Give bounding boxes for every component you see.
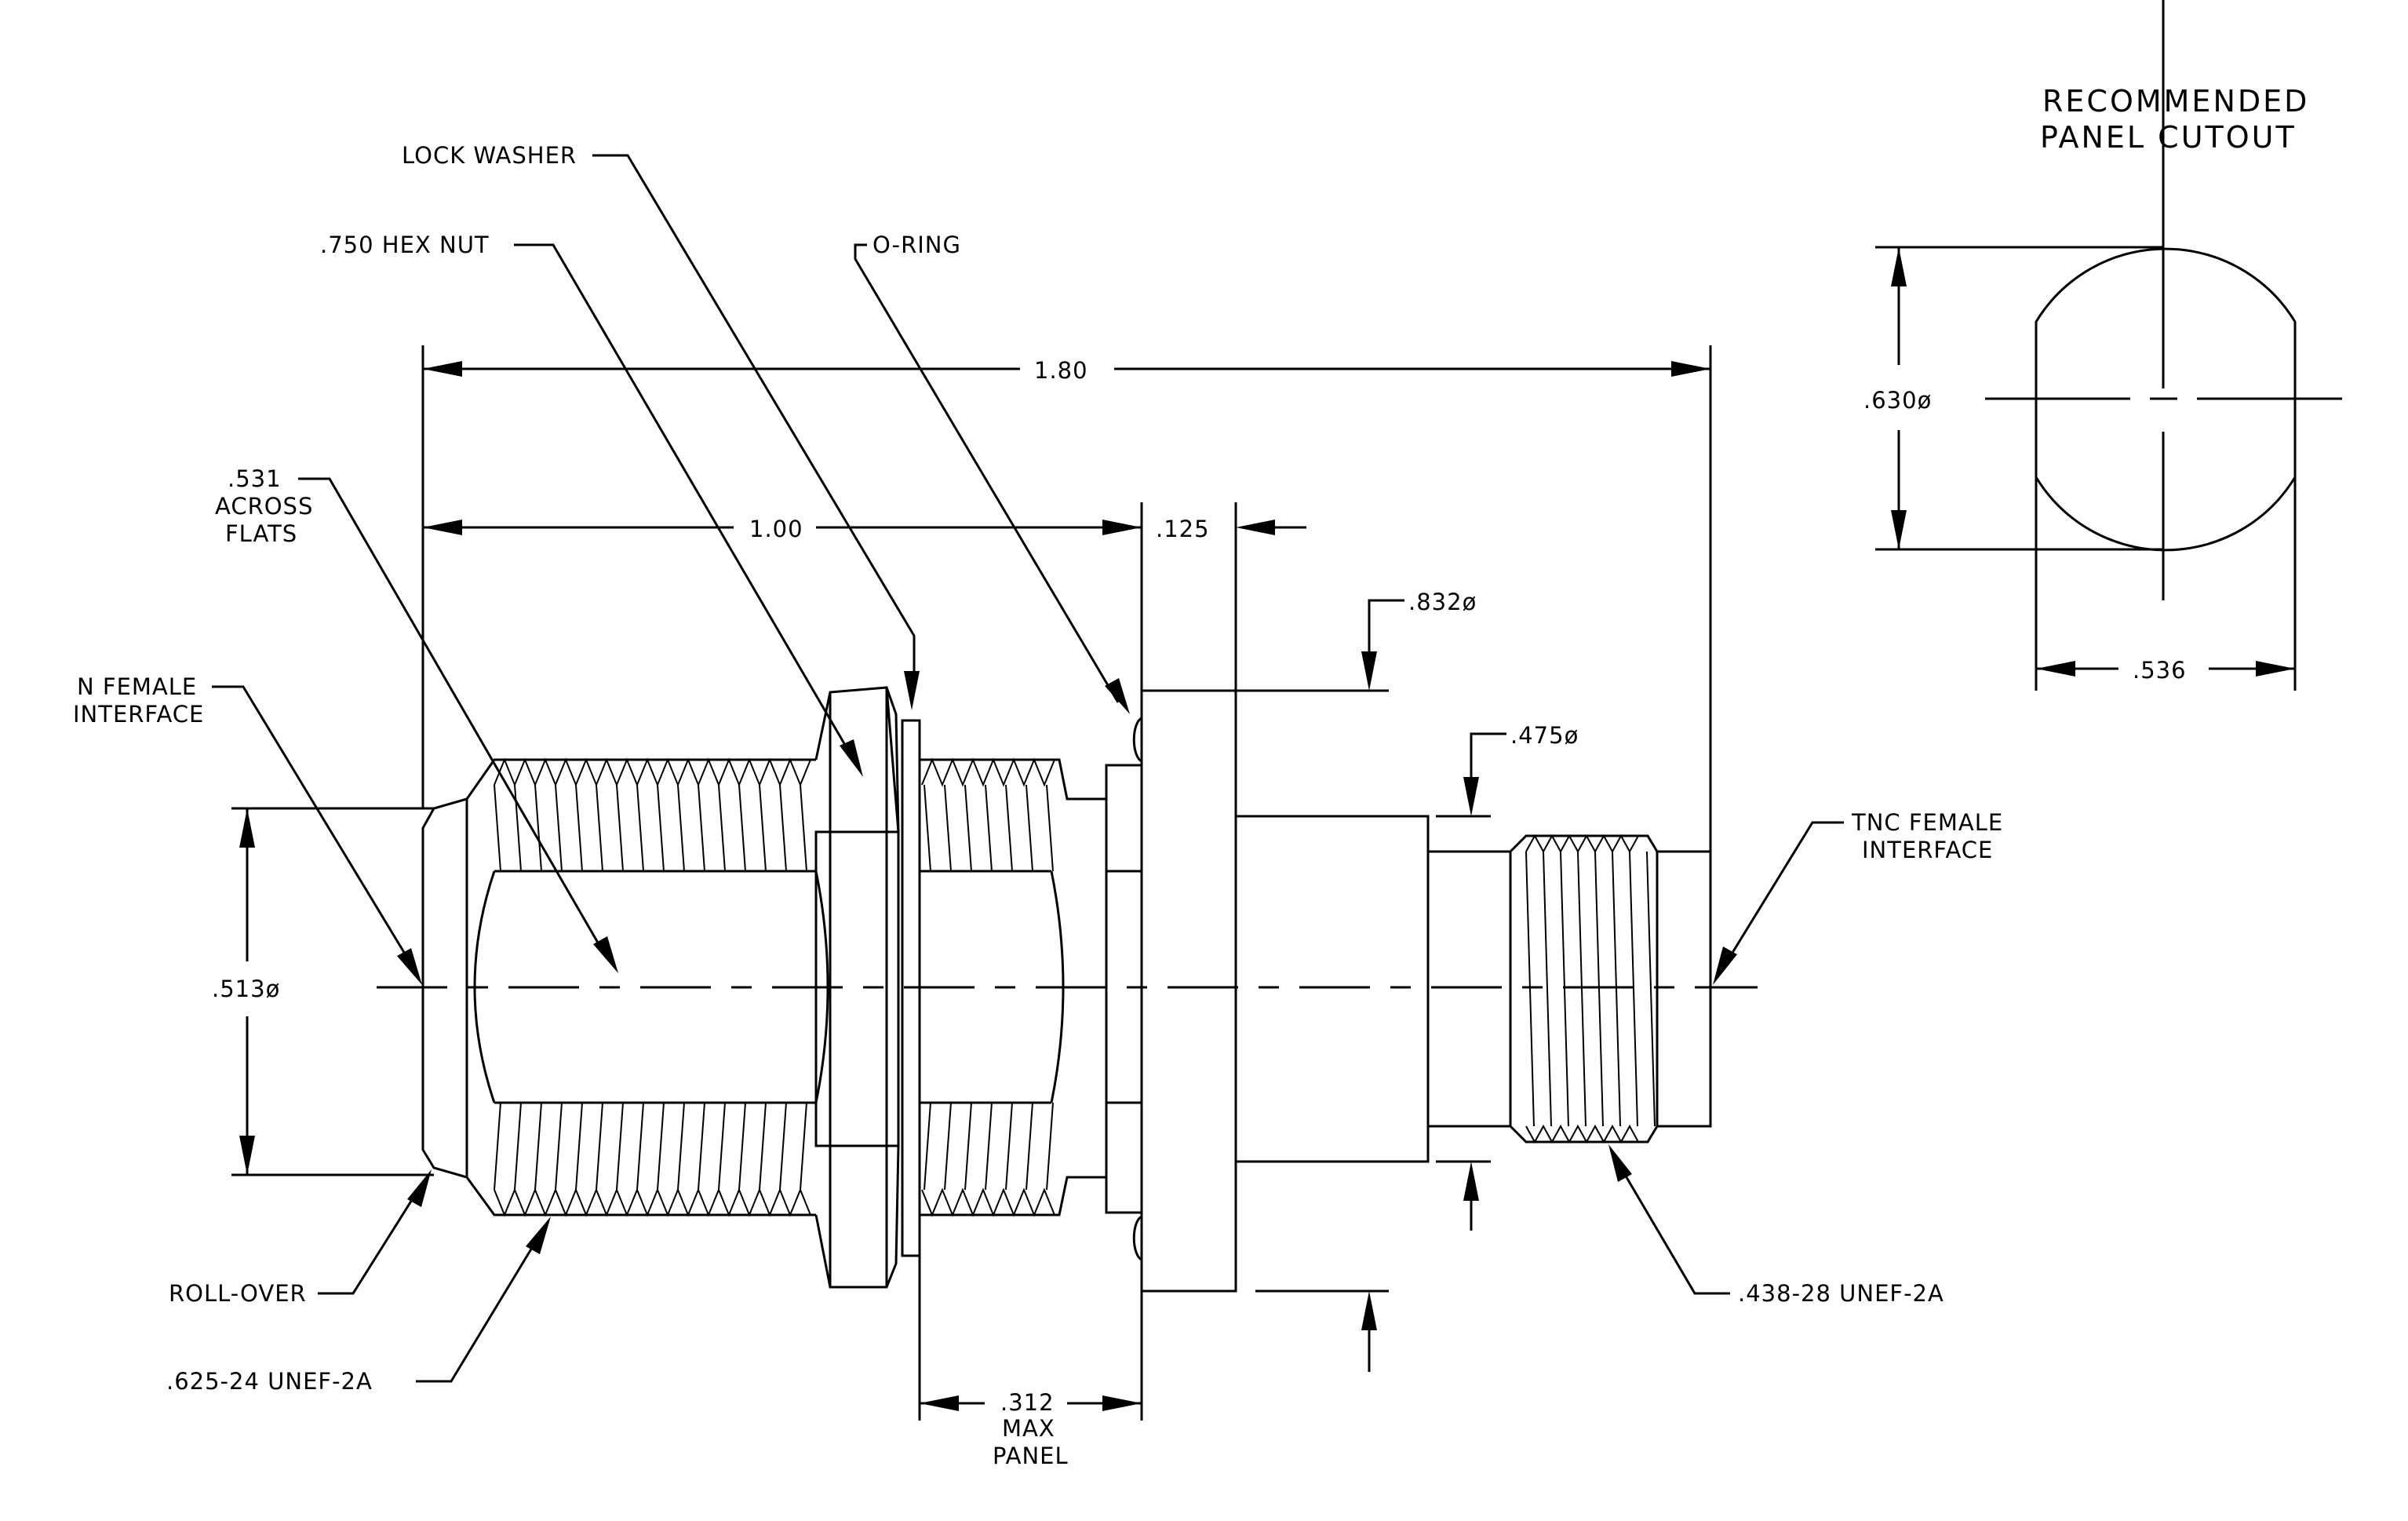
dim-312-max: MAX [1002, 1415, 1055, 1442]
callouts: LOCK WASHER .750 HEX NUT O-RING .531 ACR… [73, 142, 2003, 1395]
label-n-female-2: INTERFACE [73, 701, 204, 728]
label-tnc-female-2: INTERFACE [1862, 837, 1993, 863]
label-across-flats-1: .531 [228, 465, 282, 492]
panel-cutout-view: RECOMMENDED PANEL CUTOUT .630ø .536 [1863, 0, 2342, 691]
label-thread-625: .625-24 UNEF-2A [166, 1368, 373, 1395]
spacer-hex [1105, 764, 1143, 1214]
dim-475-dia: .475ø [1510, 722, 1579, 749]
dim-312-panel: PANEL [993, 1443, 1069, 1469]
tnc-thread-body [1509, 834, 1712, 1143]
label-o-ring: O-RING [872, 232, 961, 258]
mid-thread-lines [921, 757, 1055, 1217]
dim-1-00: 1.00 [749, 516, 803, 542]
dim-630-dia: .630ø [1863, 387, 1932, 414]
n-thread-body [465, 758, 816, 800]
dim-536: .536 [2133, 657, 2187, 684]
label-tnc-female-1: TNC FEMALE [1851, 809, 2003, 836]
flange [1140, 689, 1237, 1293]
o-ring-bottom [1132, 1215, 1142, 1261]
label-across-flats-3: FLATS [225, 520, 297, 547]
label-thread-438: .438-28 UNEF-2A [1738, 1280, 1944, 1307]
label-panel-cutout: PANEL CUTOUT [2040, 120, 2297, 155]
dim-832-dia: .832ø [1408, 589, 1477, 615]
label-recommended: RECOMMENDED [2042, 84, 2309, 119]
tnc-thread-lines [1525, 833, 1656, 1144]
label-hex-nut: .750 HEX NUT [320, 232, 490, 258]
lock-washer [901, 719, 921, 1257]
label-roll-over: ROLL-OVER [169, 1280, 307, 1307]
dimensions: 1.80 1.00 .125 .832ø .475ø [212, 345, 1712, 1469]
dim-312: .312 [1000, 1389, 1055, 1416]
o-ring-top [1132, 717, 1142, 763]
n-thread-lines [494, 757, 811, 1217]
label-across-flats-2: ACROSS [215, 493, 313, 520]
connector-side-view [377, 686, 1758, 1293]
dim-overall-length: 1.80 [1034, 357, 1088, 384]
tnc-neck [1426, 850, 1512, 1128]
label-lock-washer: LOCK WASHER [402, 142, 577, 169]
body-cylinder [1234, 815, 1430, 1163]
dim-513-dia: .513ø [212, 976, 280, 1002]
hex-nut [814, 686, 900, 1289]
dim-125: .125 [1156, 516, 1210, 542]
label-n-female-1: N FEMALE [77, 673, 197, 700]
